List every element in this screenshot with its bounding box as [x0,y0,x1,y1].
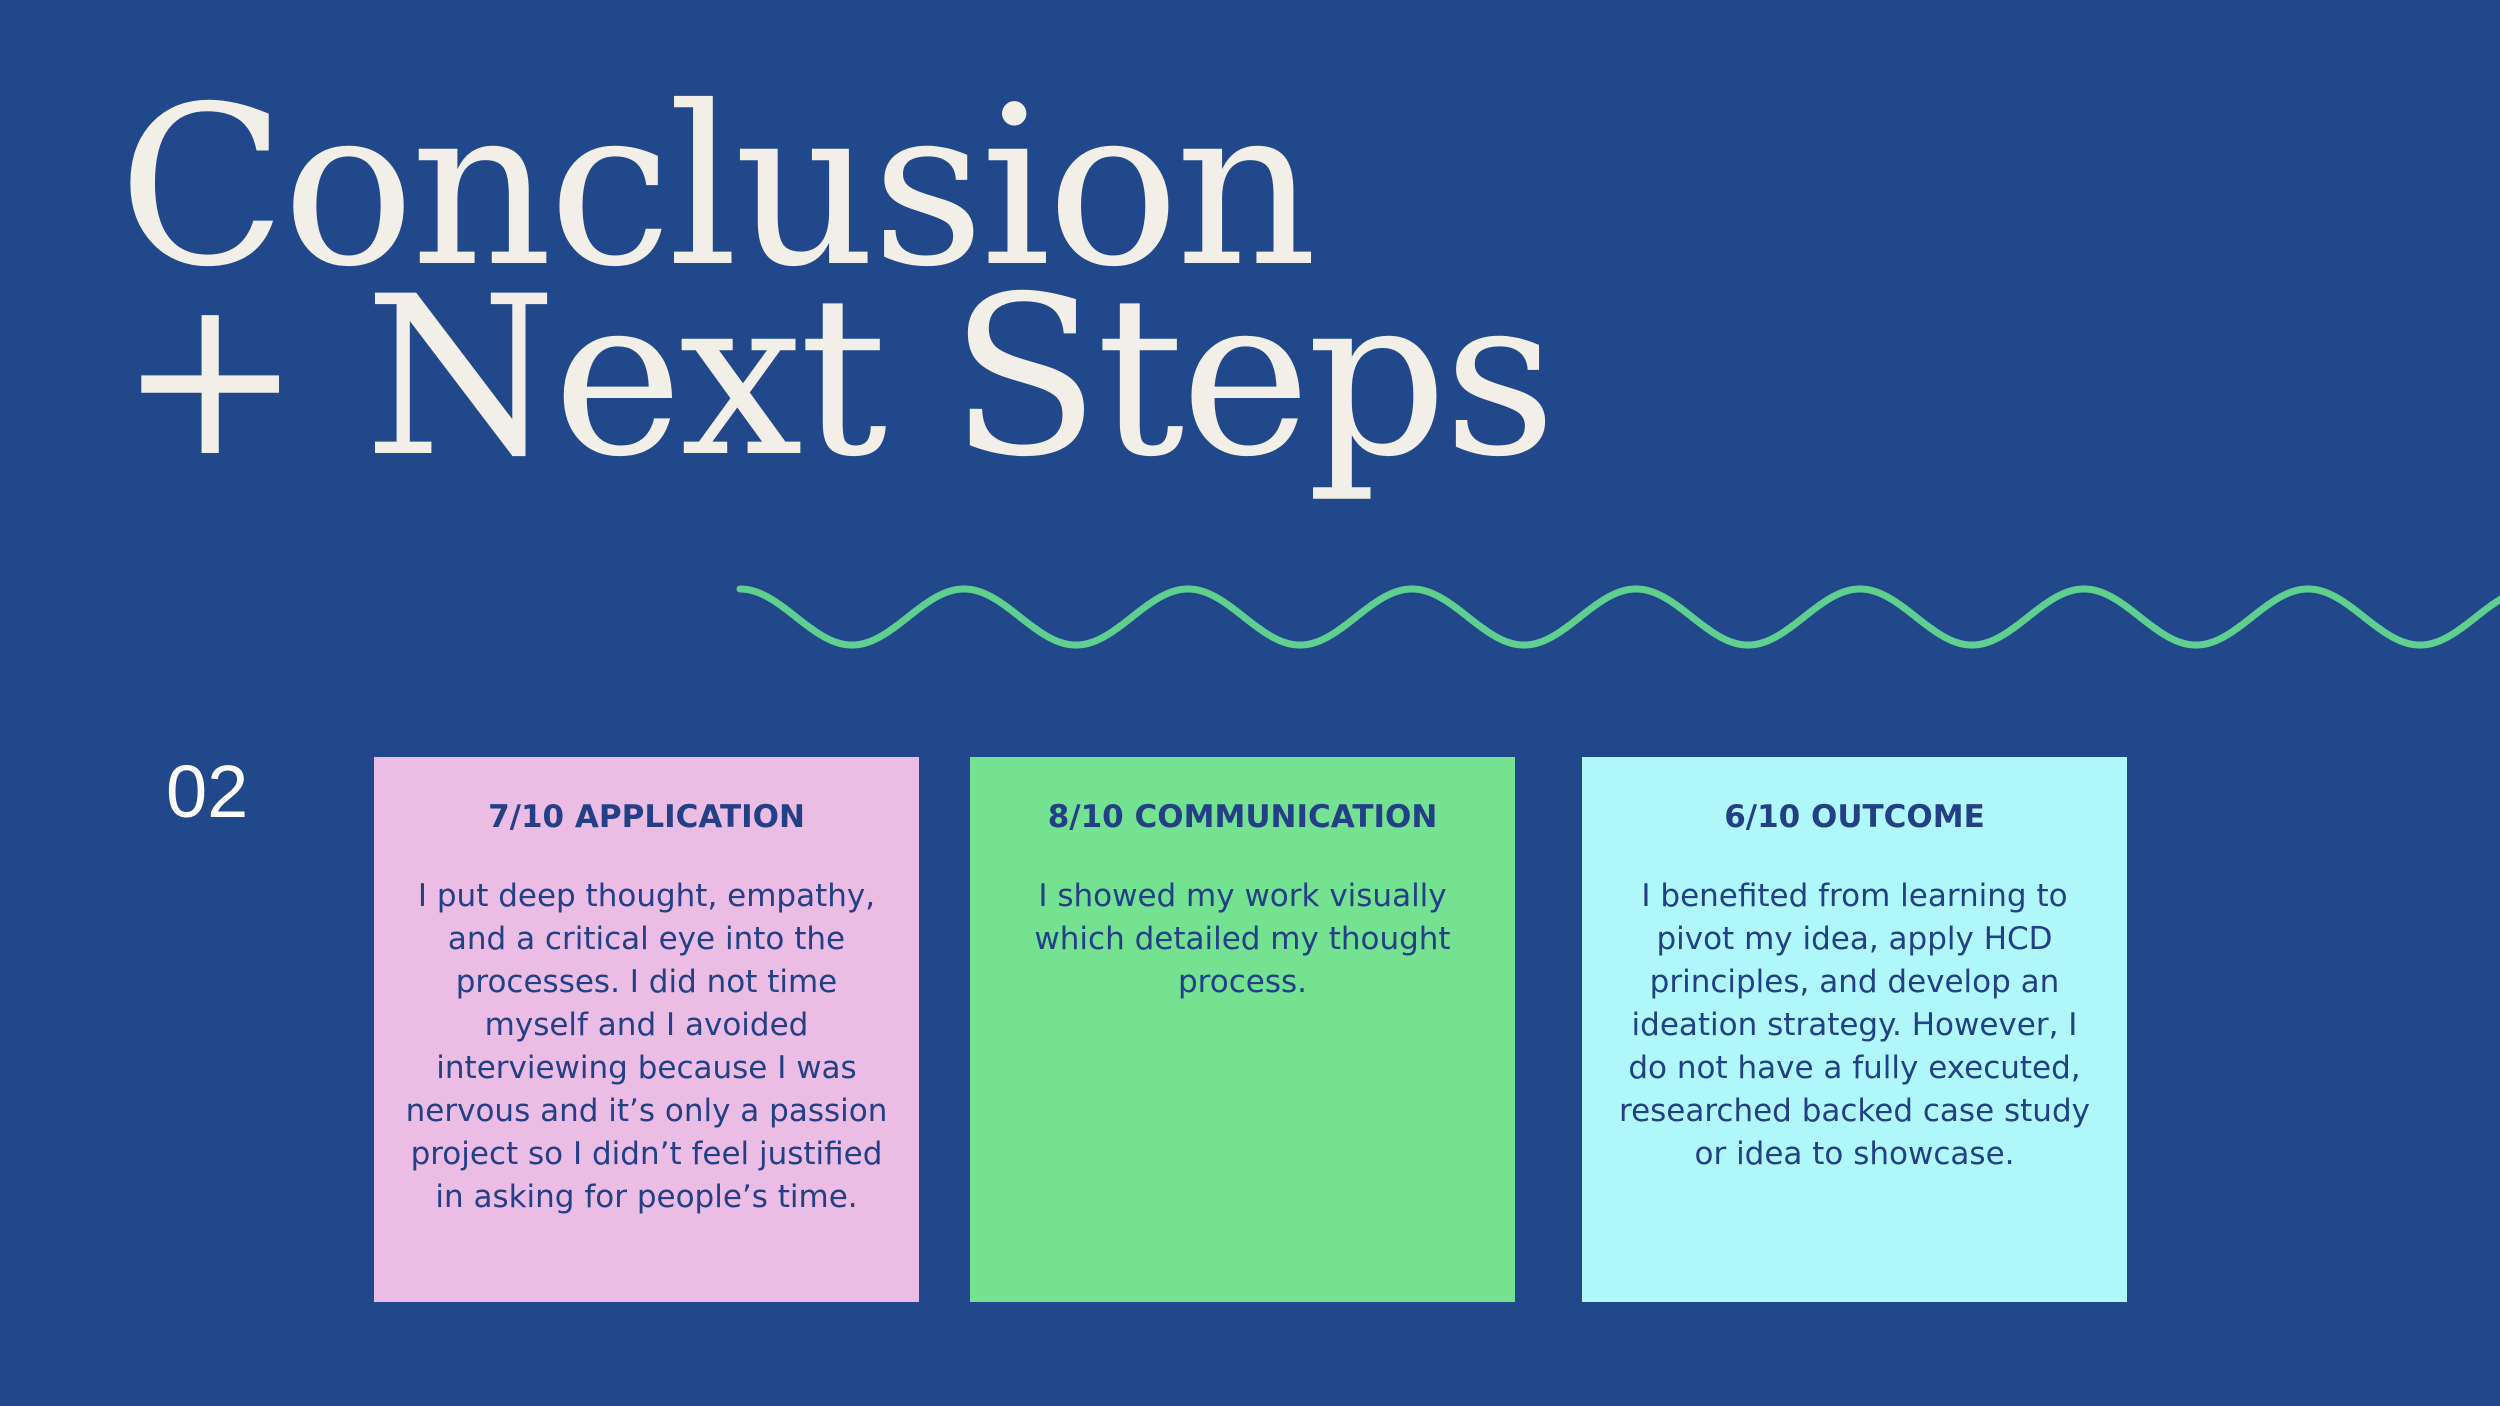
card-body: I showed my work visually which detailed… [1034,878,1451,1000]
page-title: Conclusion + Next Steps [118,59,1556,505]
section-number: 02 [166,750,249,833]
card-outcome: 6/10 OUTCOME I benefited from learning t… [1582,757,2127,1302]
title-line-1: Conclusion [118,59,1317,315]
title-line-2: + Next Steps [118,249,1556,505]
card-application: 7/10 APPLICATION I put deep thought, emp… [374,757,919,1302]
wave-line [736,585,2500,649]
card-body: I put deep thought, empathy, and a criti… [405,878,888,1215]
card-heading: 6/10 OUTCOME [1724,799,1985,835]
card-heading: 7/10 APPLICATION [488,799,805,835]
card-communication: 8/10 COMMUNICATION I showed my work visu… [970,757,1515,1302]
card-body: I benefited from learning to pivot my id… [1619,878,2090,1172]
card-heading: 8/10 COMMUNICATION [1047,799,1438,835]
